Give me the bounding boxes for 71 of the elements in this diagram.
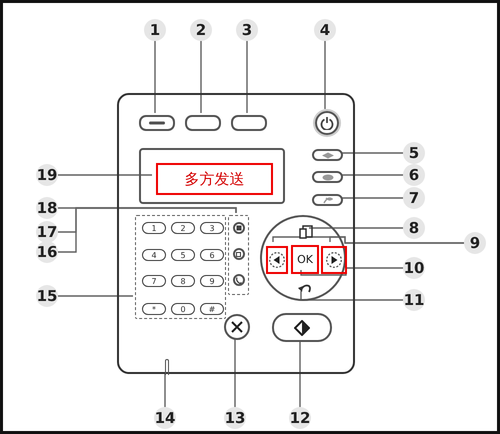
leader-line xyxy=(309,227,403,229)
panel-button xyxy=(185,115,221,131)
callout-number: 9 xyxy=(464,232,486,254)
keypad-key: 8 xyxy=(171,275,195,287)
leader-line xyxy=(58,295,133,297)
leader-line xyxy=(324,41,326,109)
panel-button xyxy=(312,149,343,161)
keypad-key: 4 xyxy=(142,249,166,261)
keypad-key: 2 xyxy=(171,222,195,234)
leader-line xyxy=(234,338,236,407)
power-button xyxy=(315,111,339,135)
indicator-slot xyxy=(165,359,169,375)
function-button-group xyxy=(228,215,249,295)
keypad-key: 5 xyxy=(171,249,195,261)
leader-line xyxy=(341,152,403,154)
display-text-box: 多方发送 xyxy=(156,163,273,195)
callout-number: 5 xyxy=(403,142,425,164)
leader-line xyxy=(58,174,152,176)
callout-number: 4 xyxy=(314,19,336,41)
keypad-key: 0 xyxy=(171,303,195,315)
stop-button xyxy=(224,314,250,340)
navigation-ring xyxy=(260,215,346,301)
leader-line xyxy=(200,41,202,113)
right-arrow-button xyxy=(321,246,347,274)
callout-number: 13 xyxy=(224,407,246,429)
callout-number: 14 xyxy=(154,407,176,429)
leader-line xyxy=(58,207,237,213)
keypad-key: # xyxy=(200,303,224,315)
keypad-key: 9 xyxy=(200,275,224,287)
callout-number: 7 xyxy=(403,187,425,209)
panel-button xyxy=(312,194,343,206)
panel-button xyxy=(231,115,267,131)
callout-number: 3 xyxy=(236,19,258,41)
menu-icon xyxy=(299,225,313,239)
callout-number: 12 xyxy=(289,407,311,429)
leader-line xyxy=(341,197,403,199)
keypad-key: 7 xyxy=(142,275,166,287)
leader-line xyxy=(341,174,403,176)
function-button xyxy=(233,274,245,286)
ok-button: OK xyxy=(291,245,319,274)
control-panel xyxy=(117,93,355,374)
panel-button xyxy=(312,171,343,183)
leader-line xyxy=(246,41,248,113)
leader-line xyxy=(164,373,166,407)
callout-number: 2 xyxy=(190,19,212,41)
function-button xyxy=(233,222,245,234)
leader-line xyxy=(300,291,403,301)
callout-number: 10 xyxy=(403,257,425,279)
keypad-key: * xyxy=(142,303,166,315)
keypad-key: 6 xyxy=(200,249,224,261)
left-arrow-button xyxy=(266,246,288,274)
callout-number: 11 xyxy=(403,289,425,311)
callout-number: 18 xyxy=(36,197,58,219)
keypad-group xyxy=(135,215,226,319)
callout-number: 19 xyxy=(36,164,58,186)
leader-line xyxy=(329,236,464,244)
callout-number: 6 xyxy=(403,164,425,186)
display-screen xyxy=(139,148,285,204)
callout-number: 16 xyxy=(36,241,58,263)
start-button xyxy=(272,313,332,342)
function-button xyxy=(233,248,245,260)
leader-line xyxy=(300,267,403,276)
panel-button xyxy=(139,115,175,131)
callout-number: 15 xyxy=(36,285,58,307)
callout-number: 1 xyxy=(144,19,166,41)
leader-line xyxy=(299,340,301,407)
keypad-key: 1 xyxy=(142,222,166,234)
leader-line xyxy=(154,41,156,113)
keypad-key: 3 xyxy=(200,222,224,234)
callout-number: 17 xyxy=(36,221,58,243)
callout-number: 8 xyxy=(403,217,425,239)
